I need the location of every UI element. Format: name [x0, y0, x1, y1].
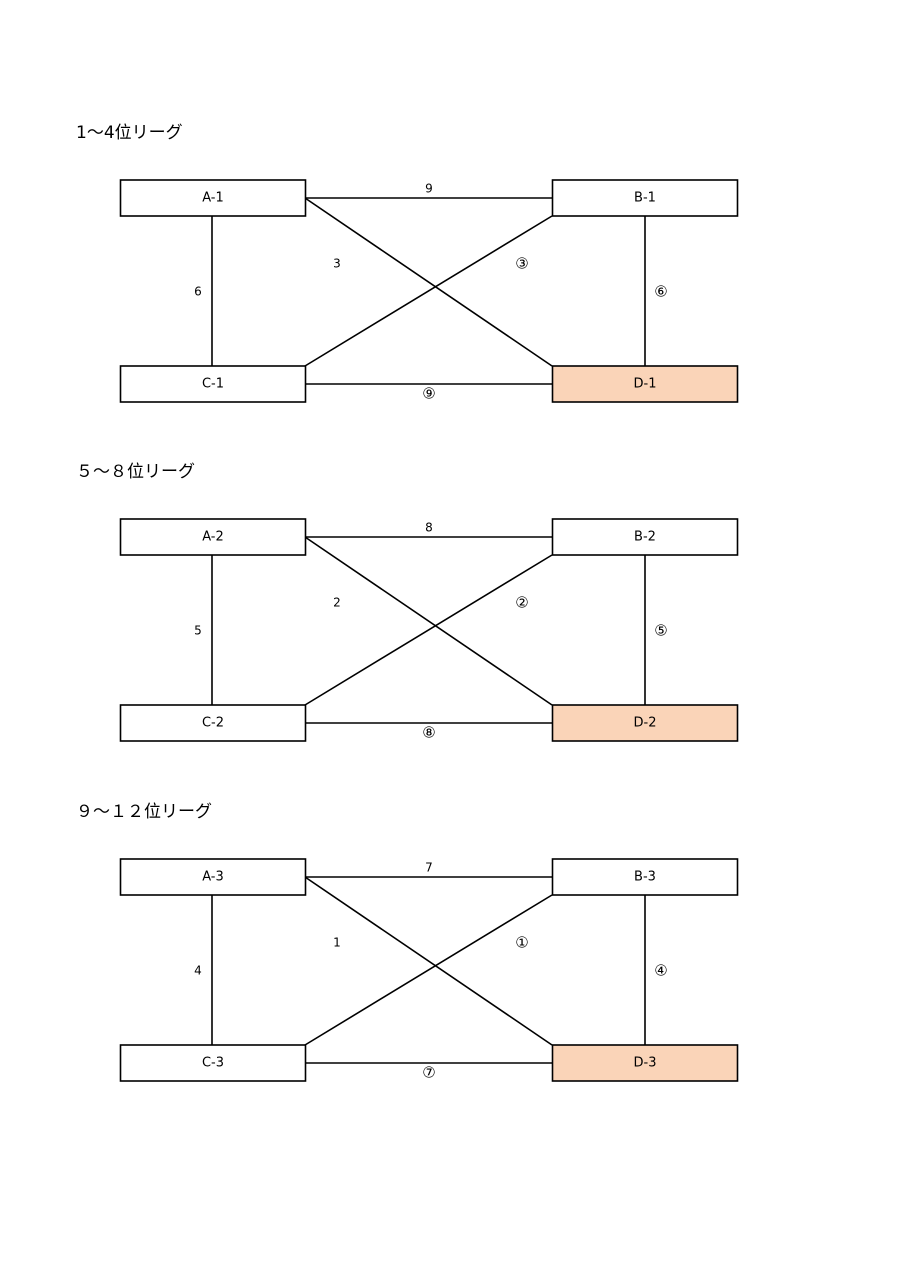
team-boxes — [119, 858, 739, 1082]
team-label-d: D-3 — [634, 1056, 657, 1071]
team-labels: A-1 B-1 C-1 D-1 — [202, 191, 657, 392]
match-label-bd: ⑥ — [654, 283, 667, 301]
team-labels: A-2 B-2 C-2 D-2 — [202, 530, 657, 731]
league-title: ９～１２位リーグ — [76, 802, 212, 822]
match-label-ad: 1 — [333, 936, 341, 950]
match-label-bd: ④ — [654, 962, 667, 980]
match-label-ac: 6 — [194, 285, 202, 299]
match-label-ac: 5 — [194, 624, 202, 638]
line-c-b — [304, 894, 553, 1046]
team-label-a: A-2 — [202, 530, 224, 545]
match-labels: 8 5 2 ② ⑤ ⑧ — [194, 521, 668, 742]
team-boxes — [119, 518, 739, 742]
team-label-a: A-1 — [202, 191, 224, 206]
match-label-bd: ⑤ — [654, 622, 667, 640]
match-label-bc: ① — [515, 934, 528, 952]
team-label-c: C-1 — [202, 377, 224, 392]
team-box-d — [551, 1044, 739, 1082]
league-bracket: A-2 B-2 C-2 D-2 8 5 2 ② ⑤ ⑧ — [119, 518, 739, 742]
team-box-b — [551, 179, 739, 217]
match-label-ad: 2 — [333, 596, 341, 610]
match-label-ab: 8 — [425, 521, 433, 535]
line-c-b — [304, 554, 553, 706]
league-2: ５～８位リーグ A-2 B-2 C-2 D-2 8 5 2 ② ⑤ — [0, 457, 905, 757]
match-label-cd: ⑨ — [422, 385, 435, 403]
team-label-d: D-1 — [634, 377, 657, 392]
team-box-c — [119, 365, 307, 403]
team-label-b: B-3 — [634, 870, 656, 885]
match-label-ab: 7 — [425, 861, 433, 875]
team-box-a — [119, 518, 307, 556]
team-label-b: B-2 — [634, 530, 656, 545]
team-box-a — [119, 858, 307, 896]
team-boxes — [119, 179, 739, 403]
team-box-d — [551, 365, 739, 403]
match-label-cd: ⑦ — [422, 1064, 435, 1082]
league-bracket: A-1 B-1 C-1 D-1 9 6 3 ③ ⑥ ⑨ — [119, 179, 739, 403]
team-box-c — [119, 1044, 307, 1082]
team-label-c: C-2 — [202, 716, 224, 731]
line-a-d — [304, 876, 553, 1046]
match-label-bc: ③ — [515, 255, 528, 273]
team-labels: A-3 B-3 C-3 D-3 — [202, 870, 657, 1071]
connector-lines — [211, 536, 646, 724]
match-labels: 7 4 1 ① ④ ⑦ — [194, 861, 668, 1082]
match-label-ac: 4 — [194, 964, 202, 978]
team-box-c — [119, 704, 307, 742]
team-box-b — [551, 518, 739, 556]
match-label-ad: 3 — [333, 257, 341, 271]
connector-lines — [211, 197, 646, 385]
line-a-d — [304, 536, 553, 706]
line-c-b — [304, 215, 553, 367]
match-labels: 9 6 3 ③ ⑥ ⑨ — [194, 182, 668, 403]
team-box-b — [551, 858, 739, 896]
connector-lines — [211, 876, 646, 1064]
match-label-ab: 9 — [425, 182, 433, 196]
league-1: 1～4位リーグ A-1 B-1 C-1 D-1 9 6 3 ③ ⑥ — [0, 118, 905, 418]
team-label-a: A-3 — [202, 870, 224, 885]
team-box-d — [551, 704, 739, 742]
team-box-a — [119, 179, 307, 217]
team-label-c: C-3 — [202, 1056, 224, 1071]
league-title: 1～4位リーグ — [76, 123, 183, 143]
line-a-d — [304, 197, 553, 367]
match-label-cd: ⑧ — [422, 724, 435, 742]
league-title: ５～８位リーグ — [76, 462, 195, 482]
league-bracket: A-3 B-3 C-3 D-3 7 4 1 ① ④ ⑦ — [119, 858, 739, 1082]
league-3: ９～１２位リーグ A-3 B-3 C-3 D-3 7 4 1 ① ④ — [0, 797, 905, 1097]
team-label-b: B-1 — [634, 191, 656, 206]
match-label-bc: ② — [515, 594, 528, 612]
team-label-d: D-2 — [634, 716, 657, 731]
